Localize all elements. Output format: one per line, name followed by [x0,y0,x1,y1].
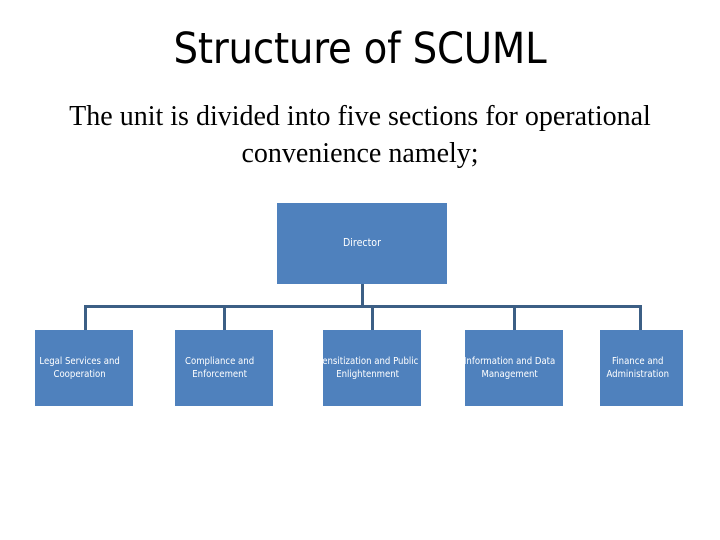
org-node-compliance-label: Compliance and Enforcement [185,356,255,380]
org-node-information: Information and Data Management [464,330,563,406]
page-subtitle: The unit is divided into five sections f… [69,101,651,169]
org-node-legal-services: Legal Services and Cooperation [35,330,133,406]
connector-drop-sensitization [371,305,374,330]
connector-drop-information [513,305,516,330]
connector-stem-director [361,284,364,308]
org-node-information-label: Information and Data Management [463,356,556,380]
connector-drop-legal-services [84,305,87,330]
connector-drop-finance [639,305,642,330]
connector-drop-compliance [223,305,226,330]
org-node-finance: Finance and Administration [600,330,683,406]
org-node-compliance: Compliance and Enforcement [175,330,273,406]
org-node-sensitization-label: Sensitization and Public Enlightenment [316,356,419,380]
org-node-finance-label: Finance and Administration [606,356,670,380]
org-node-legal-services-label: Legal Services and Cooperation [39,356,120,380]
org-node-sensitization: Sensitization and Public Enlightenment [317,330,421,406]
org-node-director: Director [277,203,447,284]
org-node-director-label: Director [343,237,381,249]
page-title: Structure of SCUML [173,24,547,74]
connector-horizontal-bar [84,305,642,308]
